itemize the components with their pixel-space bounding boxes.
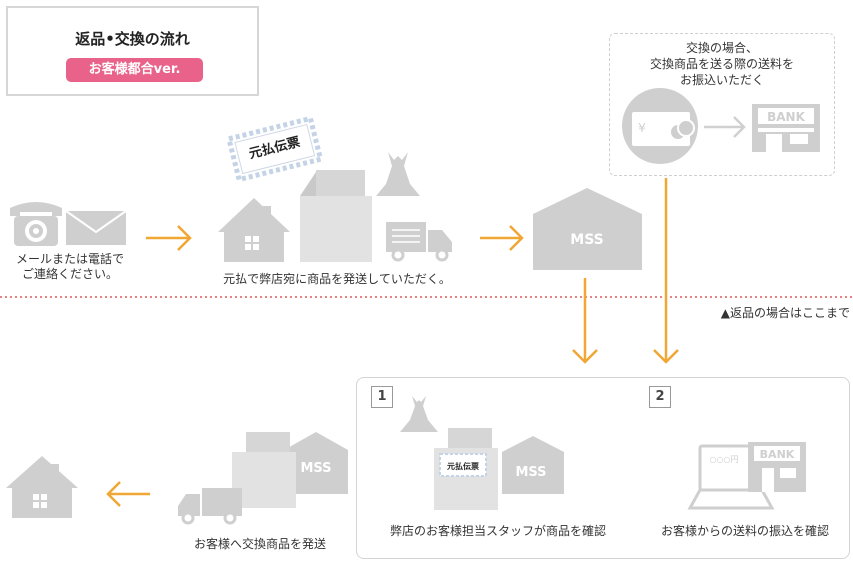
warehouse-icon	[533, 188, 642, 270]
warehouse-icon-small	[502, 436, 564, 494]
step-2-caption: お客様からの送料の振込を確認	[660, 524, 829, 538]
slip-icon	[225, 115, 324, 183]
exchange-note-text: 交換の場合、 交換商品を送る際の送料を お振込いただく	[649, 41, 794, 87]
slip-label-small: 元払伝票	[447, 461, 479, 471]
card-coins-icon	[622, 88, 698, 164]
bag-icon-final	[232, 432, 296, 508]
bank-icon	[752, 104, 820, 152]
yen-symbol: ¥	[638, 121, 646, 135]
arrow-right-1	[146, 225, 192, 251]
step-number-1: 1	[371, 386, 393, 408]
warehouse-label: MSS	[570, 232, 603, 248]
arrow-down-1	[572, 278, 598, 364]
confirmation-steps-box	[356, 377, 850, 559]
page-title: 返品•交換の流れ	[75, 30, 190, 48]
truck-icon-final	[178, 488, 242, 525]
arrow-left	[106, 481, 150, 507]
warehouse-icon-final	[284, 432, 348, 494]
warehouse-label-final: MSS	[300, 461, 331, 476]
house-icon-final	[6, 456, 78, 518]
bank-icon-small	[748, 442, 806, 492]
truck-icon	[386, 222, 452, 262]
ship-caption: 元払で弊店宛に商品を発送していただく。	[223, 272, 451, 286]
arrow-to-bank	[704, 116, 746, 138]
bank-label-small: BANK	[760, 448, 795, 461]
exchange-note-box	[609, 33, 835, 176]
step-number-2: 2	[649, 386, 671, 408]
bank-label: BANK	[767, 110, 805, 124]
step-1-caption: 弊店のお客様担当スタッフが商品を確認	[389, 524, 606, 538]
house-icon	[218, 198, 290, 262]
mail-icon	[65, 210, 127, 245]
contact-caption: メールまたは電話で ご連絡ください。	[15, 252, 124, 281]
arrow-down-2	[653, 178, 679, 364]
title-box: 返品•交換の流れ お客様都合ver.	[6, 6, 259, 96]
dress-icon	[376, 152, 420, 196]
warehouse-label-small: MSS	[515, 465, 546, 480]
shopping-bag-icon	[300, 170, 372, 262]
arrow-right-2	[480, 225, 524, 251]
return-end-note: ▲返品の場合はここまで	[720, 306, 850, 320]
dress-icon-small	[400, 396, 438, 432]
bag-with-slip-icon	[434, 428, 498, 510]
final-caption: お客様へ交換商品を発送	[193, 537, 326, 551]
customer-reason-badge: お客様都合ver.	[66, 58, 203, 82]
telephone-icon	[10, 202, 62, 246]
screen-text: ○○○円	[710, 455, 739, 464]
